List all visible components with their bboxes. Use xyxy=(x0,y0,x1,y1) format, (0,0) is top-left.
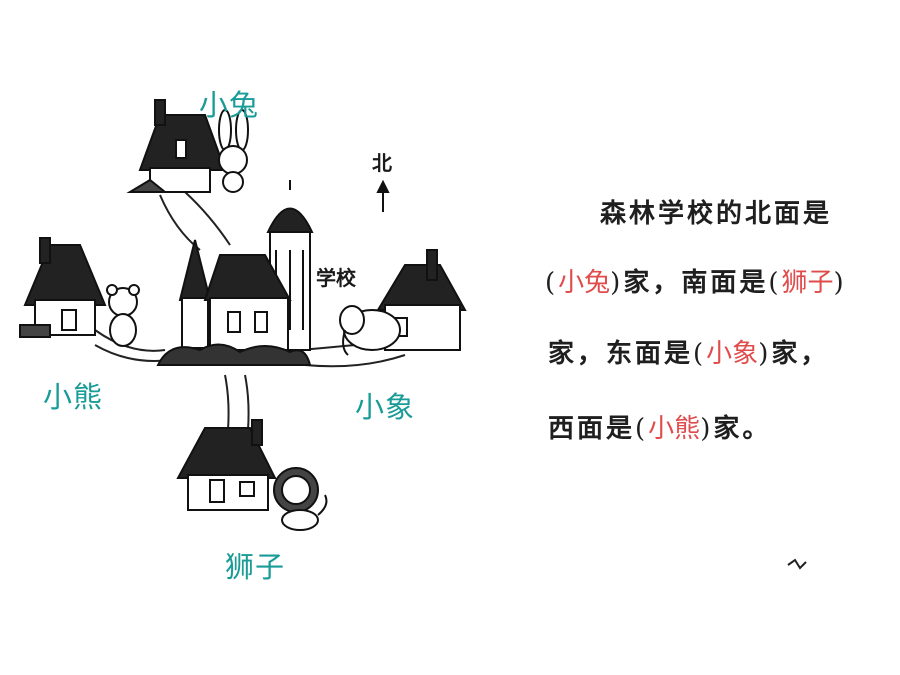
answer-east: 小象 xyxy=(706,339,759,369)
paren-close: ) xyxy=(610,268,624,298)
sentence-line-3-suffix: 家， xyxy=(771,339,830,369)
paren-open: ( xyxy=(635,414,649,444)
elephant-label: 小象 xyxy=(355,390,416,424)
bear-house xyxy=(19,237,107,338)
sentence-line-4: 西面是(小熊)家。 xyxy=(548,408,771,445)
bear-label: 小熊 xyxy=(43,380,104,414)
rabbit-figure xyxy=(218,109,249,193)
lion-figure xyxy=(273,467,328,531)
sentence-line-3-text: 家，东面是 xyxy=(548,339,694,369)
elephant-house xyxy=(376,249,467,351)
rabbit-label: 小兔 xyxy=(199,88,260,122)
north-label: 北 xyxy=(372,151,392,175)
paren-close: ) xyxy=(758,339,772,369)
lion-label: 狮子 xyxy=(225,550,286,584)
lion-house xyxy=(176,419,277,511)
north-arrow-icon xyxy=(376,179,390,212)
sentence-line-2-text: 家，南面是 xyxy=(623,268,769,298)
paren-open: ( xyxy=(545,268,559,298)
answer-south: 狮子 xyxy=(781,268,834,298)
sentence-line-1: 森林学校的北面是 xyxy=(600,193,832,230)
sentence-line-4-text: 西面是 xyxy=(548,414,636,444)
paren-open: ( xyxy=(693,339,707,369)
rabbit-house xyxy=(126,99,227,193)
sentence-line-2: (小兔)家，南面是(狮子) xyxy=(545,262,847,299)
sentence-line-4-suffix: 家。 xyxy=(713,414,772,444)
answer-west: 小熊 xyxy=(648,414,701,444)
answer-north: 小兔 xyxy=(558,268,611,298)
elephant-figure xyxy=(339,305,401,356)
bear-figure xyxy=(106,284,140,347)
paren-close: ) xyxy=(700,414,714,444)
paren-open: ( xyxy=(768,268,782,298)
stray-mark xyxy=(787,558,807,570)
sentence-line-1-text: 森林学校的北面是 xyxy=(600,199,833,229)
paren-close: ) xyxy=(833,268,847,298)
school-label: 学校 xyxy=(316,266,356,290)
school-building xyxy=(156,180,314,366)
sentence-line-3: 家，东面是(小象)家， xyxy=(548,333,829,370)
